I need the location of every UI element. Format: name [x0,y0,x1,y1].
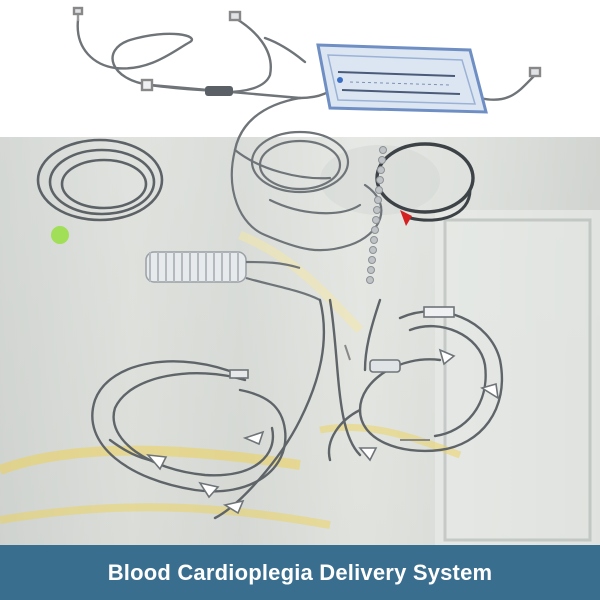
green-indicator-light [51,226,69,244]
red-connector [400,210,412,226]
top-white-background [0,0,600,137]
cardioplegia-reservoir-bag [316,43,488,114]
caption-bar: Blood Cardioplegia Delivery System [0,545,600,600]
middle-tubing-coils [230,130,383,252]
roller-clamps-left [146,369,265,515]
heat-exchanger-coil [145,251,321,301]
cardioplegia-tubing-illustration [0,6,600,545]
bottom-right-tubing-loop [327,298,504,462]
lab-background-objects [0,137,600,545]
caption-title: Blood Cardioplegia Delivery System [107,559,493,585]
bead-chain [366,146,387,284]
roller-clamps-right [344,306,500,462]
left-tubing-coil [36,138,164,222]
bottom-left-tubing-loop [91,298,362,520]
